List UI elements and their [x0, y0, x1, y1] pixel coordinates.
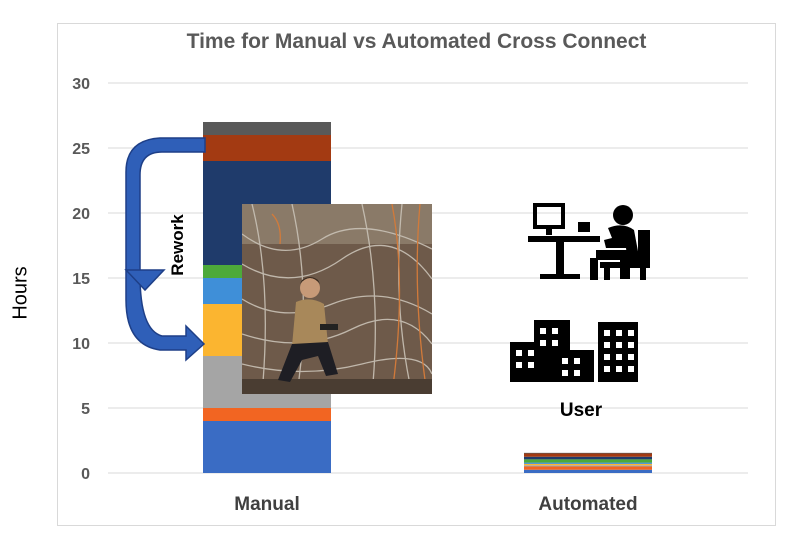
bar-segment-automated-8 [524, 453, 652, 457]
user-label: User [559, 400, 603, 421]
rework-arrow-down-head [124, 269, 166, 292]
y-tick-labels: 0 5 10 15 20 25 30 [72, 76, 90, 483]
category-label-automated: Automated [538, 494, 637, 515]
bar-segment-manual-1 [203, 421, 331, 473]
technician-in-server-room-photo [242, 204, 432, 394]
bar-segment-automated-3 [524, 465, 652, 467]
y-tick-label: 5 [81, 401, 90, 418]
city-buildings-icon [510, 320, 638, 382]
y-tick-label: 25 [72, 141, 90, 158]
bar-segment-automated-1 [524, 469, 652, 473]
bar-segment-manual-9 [203, 122, 331, 135]
bar-segment-manual-2 [203, 408, 331, 421]
category-label-manual: Manual [234, 494, 299, 515]
y-tick-label: 30 [72, 76, 90, 93]
y-tick-label: 0 [81, 466, 90, 483]
bar-segment-automated-9 [524, 452, 652, 454]
person-at-computer-desk-icon [528, 203, 650, 280]
category-labels: Manual Automated [234, 494, 637, 515]
bar-segment-automated-6 [524, 459, 652, 463]
y-tick-label: 20 [72, 206, 90, 223]
bar-segment-automated-4 [524, 463, 652, 466]
bar-segment-automated-2 [524, 466, 652, 470]
chart-title: Time for Manual vs Automated Cross Conne… [186, 30, 647, 53]
y-tick-label: 15 [72, 271, 90, 288]
bar-segment-automated-5 [524, 462, 652, 464]
y-tick-label: 10 [72, 336, 90, 353]
bar-segment-manual-8 [203, 135, 331, 161]
bar-segment-automated-7 [524, 456, 652, 460]
rework-label: Rework [168, 214, 187, 276]
rework-arrow [125, 137, 206, 362]
